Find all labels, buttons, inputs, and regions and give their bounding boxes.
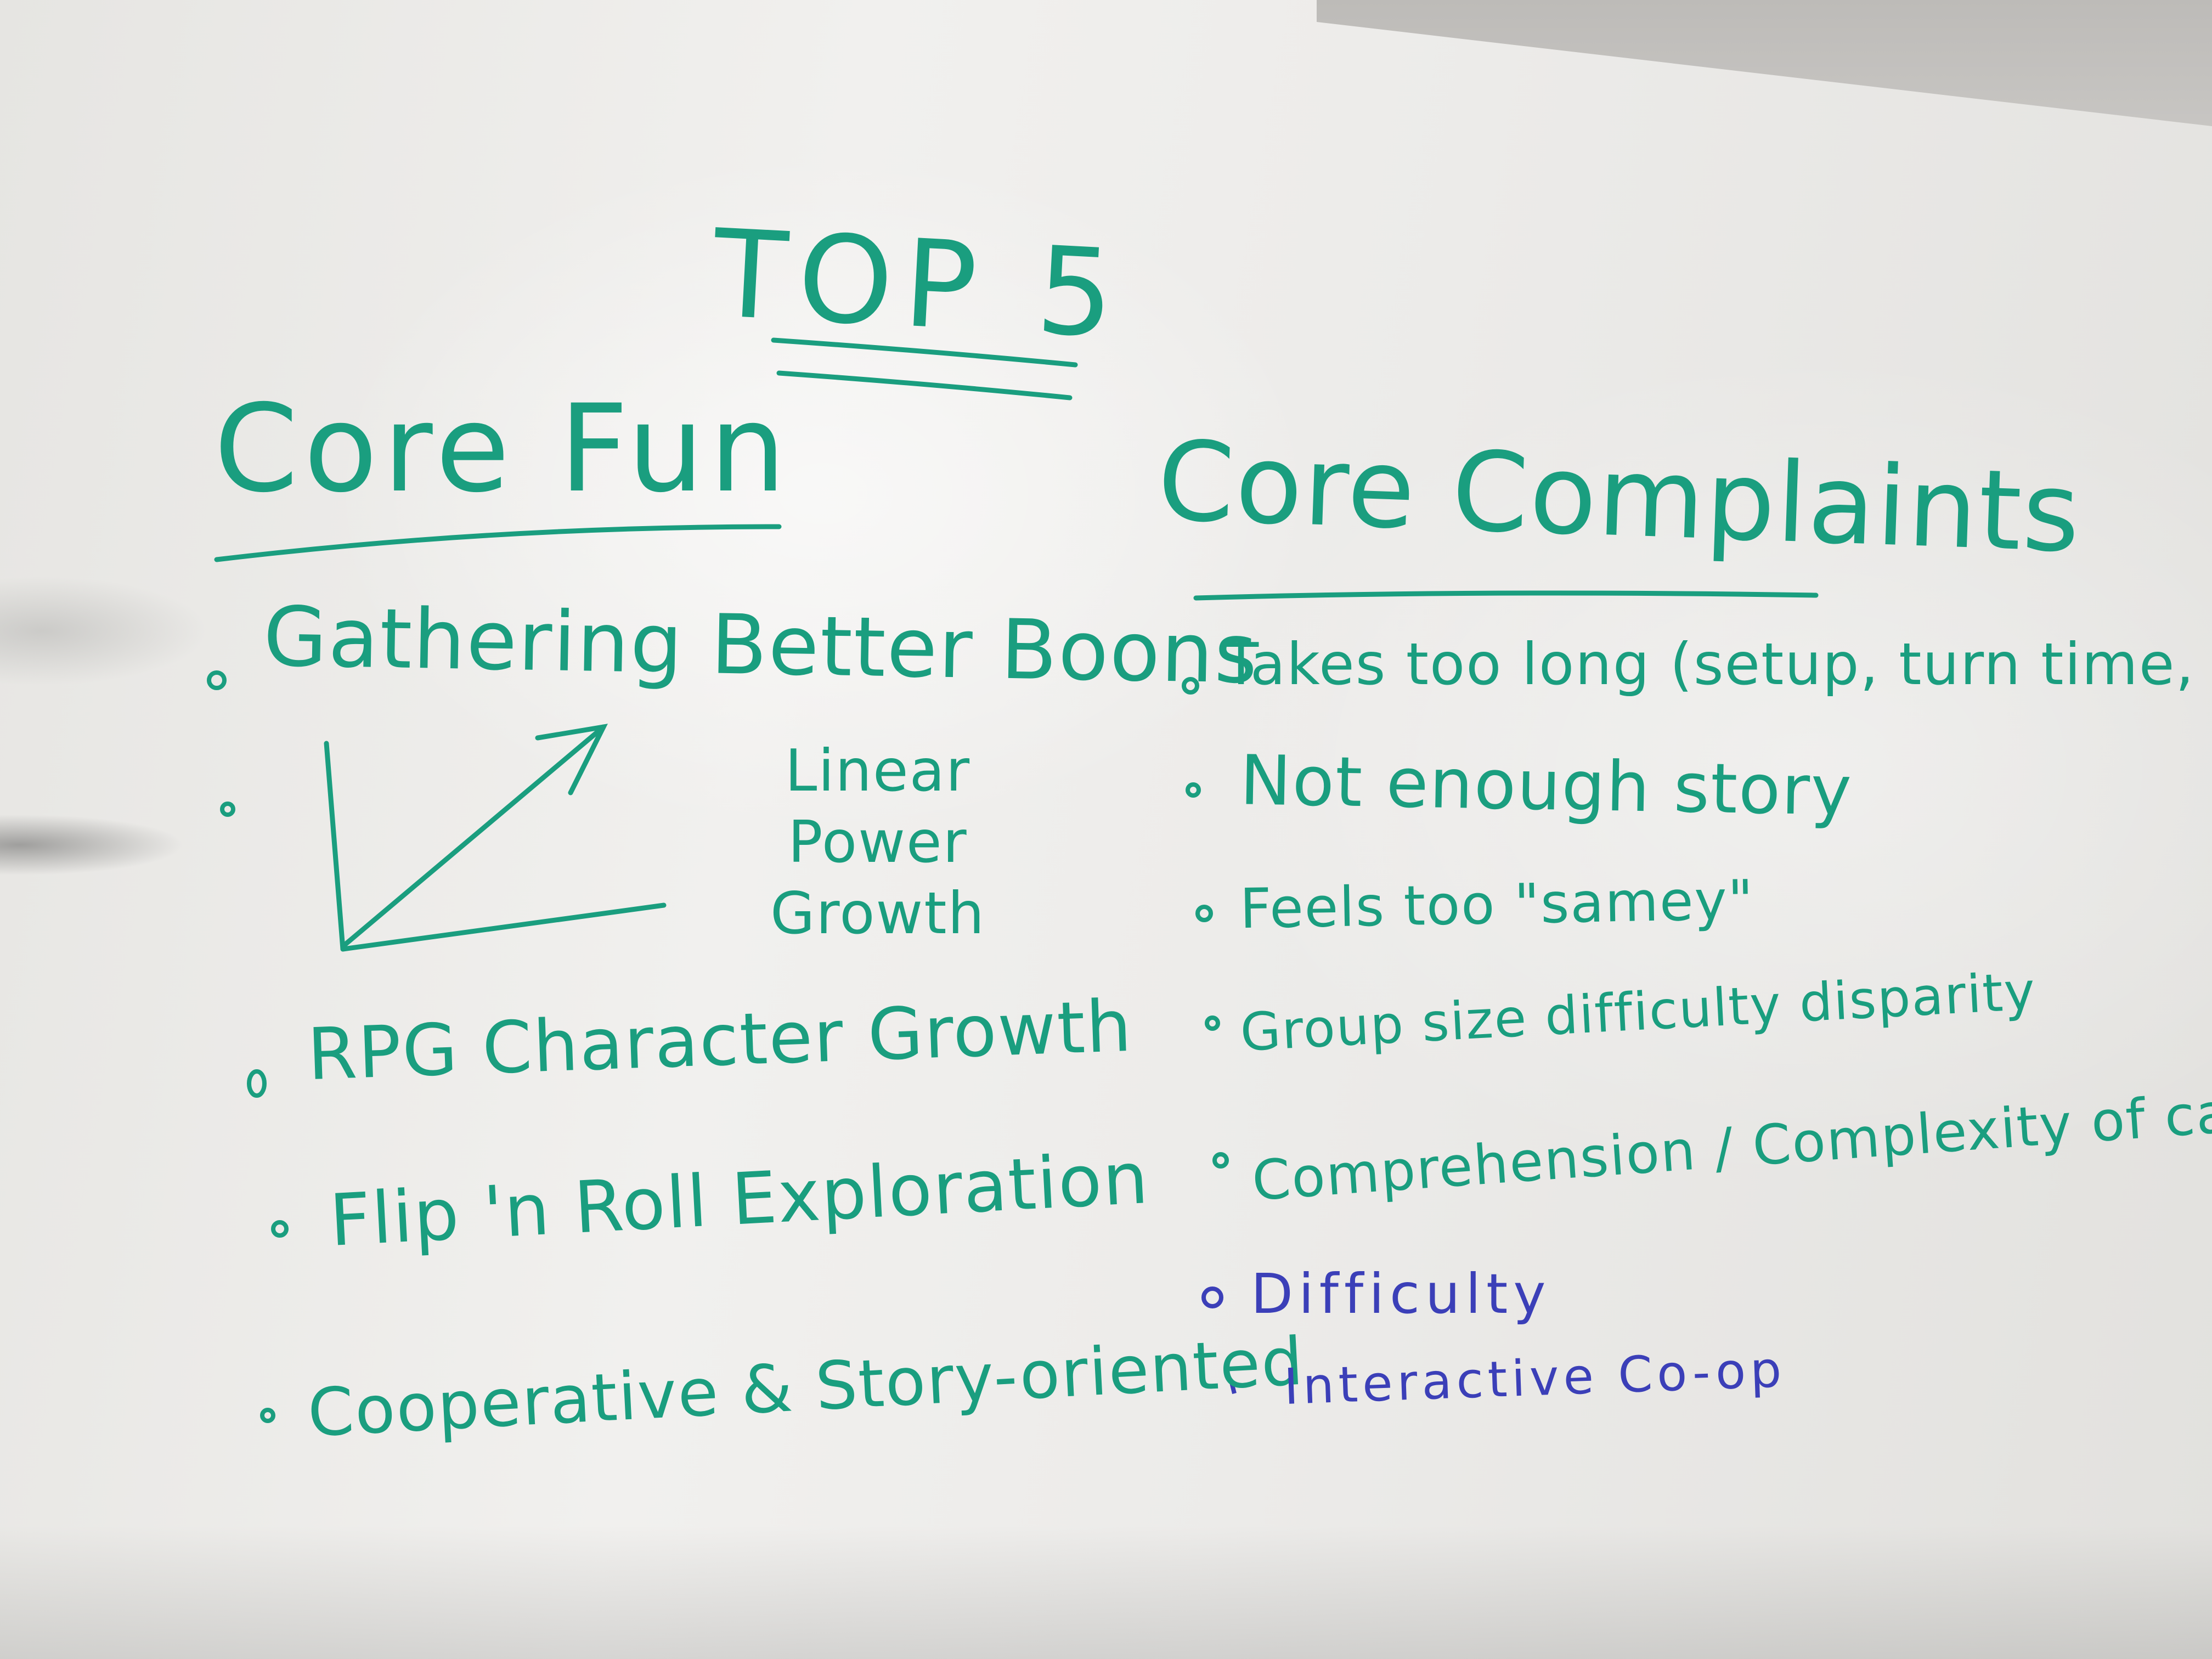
bullet-icon [271, 1220, 289, 1238]
bullet-icon [247, 1069, 267, 1098]
complaint-item: Group size difficulty disparity [1239, 961, 2038, 1063]
fun-item: Gathering Better Boons [262, 589, 1260, 702]
bullet-icon [220, 802, 235, 817]
core-fun-underline [214, 524, 782, 562]
core-complaints-underline [1193, 590, 1819, 601]
bullet-icon [1201, 1286, 1223, 1308]
bullet-icon [1212, 1152, 1229, 1169]
graph-arrow-head [535, 724, 608, 795]
fun-item: Flip 'n Roll Exploration [328, 1136, 1152, 1263]
eraser-smudge [0, 576, 208, 686]
fun-item: Cooperative & Story-oriented [306, 1323, 1306, 1452]
graph-growth-arrow [340, 724, 606, 949]
bullet-icon [260, 1408, 275, 1423]
board-title: TOP 5 [709, 203, 1128, 365]
bullet-icon [207, 670, 227, 690]
complaint-item: Feels too "samey" [1239, 867, 1755, 941]
complaint-item: Not enough story [1239, 741, 1854, 831]
complaint-item: Difficulty [1251, 1262, 1551, 1326]
bullet-icon [1195, 905, 1213, 922]
bullet-icon [1205, 1015, 1220, 1031]
fun-item: RPG Character Growth [306, 984, 1134, 1097]
complaint-item: Takes too long (setup, turn time, tear d… [1223, 631, 2212, 698]
complaint-item: Interactive Co-op [1283, 1341, 1787, 1416]
complaint-item: Comprehension / Complexity of card text [1250, 1068, 2212, 1214]
board-shadow [0, 1525, 2212, 1659]
title-underline-2 [776, 370, 1073, 400]
graph-x-axis [340, 902, 667, 952]
core-complaints-heading: Core Complaints [1155, 417, 2083, 578]
graph-y-axis [324, 741, 346, 952]
bullet-icon [1186, 782, 1201, 798]
wall-strip [1317, 0, 2212, 126]
fun-item: Linear Power Growth [770, 737, 986, 947]
core-fun-heading: Core Fun [214, 379, 792, 519]
marker-smudge [0, 812, 198, 878]
